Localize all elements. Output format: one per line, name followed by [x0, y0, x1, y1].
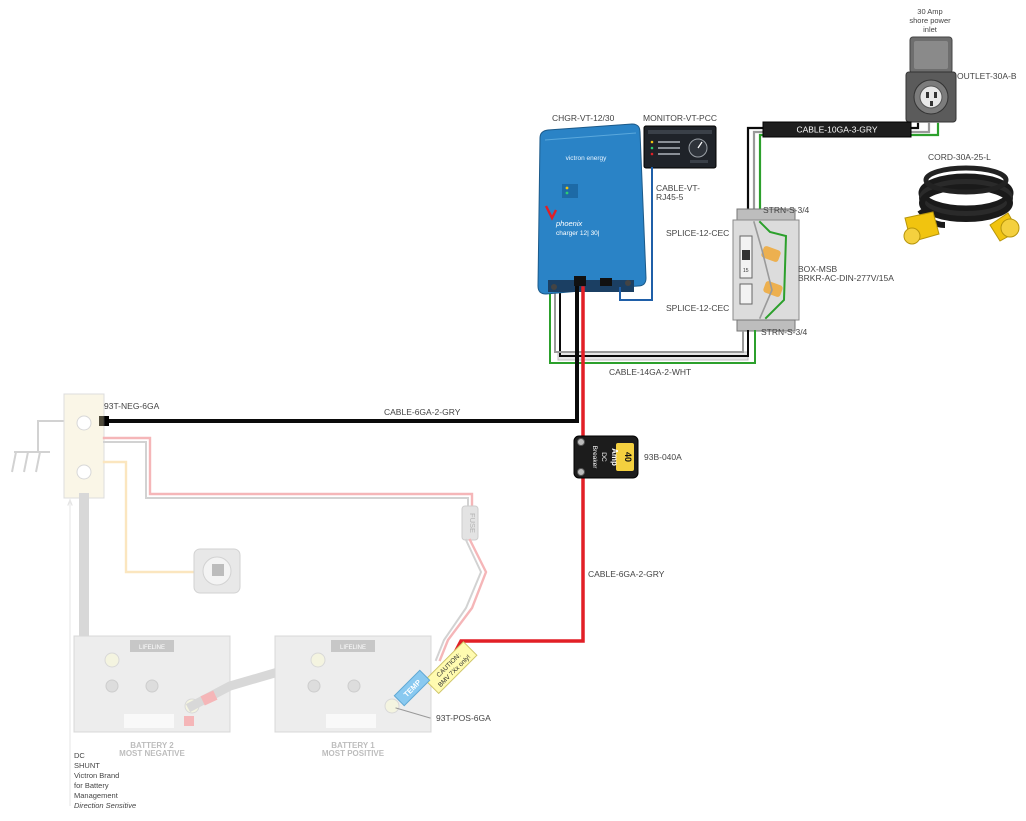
- label-outlet: OUTLET-30A-B: [957, 71, 1017, 81]
- remote-panel-monitor: [643, 125, 717, 169]
- dc-positive-wire-lower: [447, 472, 585, 665]
- neg-lug-terminal: [99, 416, 109, 426]
- battery-bank-faded: FUSE LIFELINE LIFELINE BATTERY 2 MOST N: [11, 393, 488, 806]
- label-cable-6ga-red: CABLE-6GA-2-GRY: [588, 569, 665, 579]
- fuse-label: FUSE: [468, 513, 477, 533]
- label-box: BOX-MSB: [798, 264, 838, 274]
- label-cable-rj45-line1: CABLE-VT-: [656, 183, 700, 193]
- charger-brand: victron energy: [566, 155, 608, 162]
- battery1-line1: BATTERY 1: [331, 741, 375, 750]
- shore-power-cord: [903, 165, 1020, 245]
- caution-tag: CAUTION: BMV 7Xx only!: [424, 641, 478, 695]
- dc-breaker-type1: DC: [600, 452, 607, 462]
- shunt-note-line5: Management: [74, 791, 119, 800]
- phoenix-charger: victron energy phoenix charger 12| 30|: [537, 123, 647, 295]
- ac-box: 15: [732, 208, 800, 332]
- label-cable-6ga-black: CABLE-6GA-2-GRY: [384, 407, 461, 417]
- dc-negative-wire: [103, 286, 579, 423]
- shunt-note-line4: for Battery: [74, 781, 109, 790]
- dc-circuit-breaker: 40 Amp DC Breaker: [573, 435, 639, 479]
- cable-14ga-wires: [549, 291, 756, 364]
- battery1-line2: MOST POSITIVE: [322, 749, 385, 758]
- shunt-note-line6: Direction Sensitive: [74, 801, 136, 810]
- label-cable-10ga: CABLE-10GA-3-GRY: [796, 125, 877, 135]
- label-cord: CORD-30A-25-L: [928, 152, 991, 162]
- label-charger: CHGR-VT-12/30: [552, 113, 615, 123]
- dc-breaker-type2: Breaker: [591, 446, 598, 470]
- label-strain-bottom: STRN-S-3/4: [761, 327, 808, 337]
- dc-breaker-unit: Amp: [610, 448, 619, 466]
- shore-inlet-caption: 30 Amp shore power inlet: [909, 7, 951, 34]
- charger-model-line2: charger 12| 30|: [556, 230, 600, 237]
- battery1-brand: LIFELINE: [340, 645, 366, 651]
- pos-lug-leader: [395, 707, 431, 719]
- label-monitor: MONITOR-VT-PCC: [643, 113, 717, 123]
- cable-rj45-wire: [619, 167, 653, 301]
- inlet-caption-line2: shore power: [909, 16, 951, 25]
- cable-10ga-jacket: [762, 121, 912, 138]
- dc-breaker-amps: 40: [623, 452, 633, 462]
- shunt-note-line3: Victron Brand: [74, 771, 119, 780]
- battery2-line1: BATTERY 2: [130, 741, 174, 750]
- label-strain-top: STRN-S-3/4: [763, 205, 810, 215]
- shunt-note-line2: SHUNT: [74, 761, 100, 770]
- battery2-brand: LIFELINE: [139, 645, 165, 651]
- svg-text:15: 15: [743, 268, 749, 274]
- label-splice-top: SPLICE-12-CEC: [666, 228, 729, 238]
- inlet-caption-line1: 30 Amp: [917, 7, 942, 16]
- inlet-caption-line3: inlet: [923, 25, 938, 34]
- label-breaker-ac: BRKR-AC-DIN-277V/15A: [798, 273, 894, 283]
- label-splice-bottom: SPLICE-12-CEC: [666, 303, 729, 313]
- shore-power-inlet: [905, 36, 957, 123]
- shunt-note: DC SHUNT Victron Brand for Battery Manag…: [74, 751, 136, 810]
- label-cable-rj45-line2: RJ45-5: [656, 192, 684, 202]
- label-neg-lug: 93T-NEG-6GA: [104, 401, 160, 411]
- label-cable-14ga: CABLE-14GA-2-WHT: [609, 367, 691, 377]
- charger-model-line1: phoenix: [555, 219, 583, 228]
- shunt-note-line1: DC: [74, 751, 85, 760]
- battery2-line2: MOST NEGATIVE: [119, 749, 185, 758]
- label-dc-breaker: 93B-040A: [644, 452, 682, 462]
- label-pos-lug: 93T-POS-6GA: [436, 713, 491, 723]
